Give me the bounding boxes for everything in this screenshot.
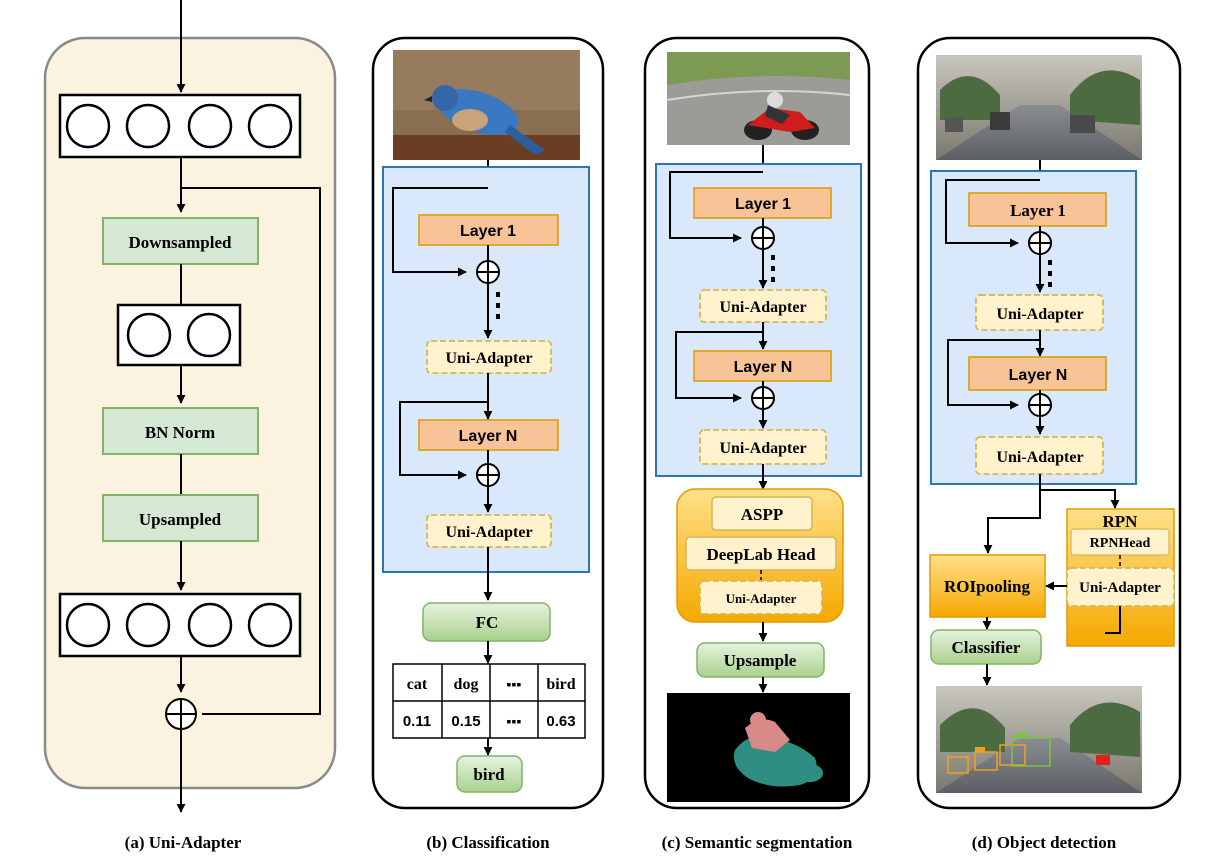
uni-adapter-block <box>699 289 827 323</box>
class-score-table: cat dog ▪▪▪ bird 0.11 0.15 ▪▪▪ 0.63 <box>392 663 586 739</box>
table-label-dog: dog <box>454 676 479 693</box>
residual-add-symbol <box>1028 231 1052 255</box>
upsample-block <box>696 642 825 678</box>
detection-output-image <box>936 686 1142 793</box>
input-feature-vector <box>58 93 302 159</box>
upsample-label: Upsample <box>724 651 797 670</box>
table-value-dog: 0.15 <box>451 713 480 730</box>
bottleneck-feature-vector <box>116 303 242 367</box>
caption-b: (b) Classification <box>426 833 550 852</box>
layer-1-label: Layer 1 <box>1010 201 1066 220</box>
layer-1-block <box>693 187 832 219</box>
uni-adapter-block <box>699 580 823 615</box>
table-value-ellipsis: ▪▪▪ <box>507 715 522 730</box>
table-value-bird: 0.63 <box>546 713 575 730</box>
street-input-image <box>936 55 1142 160</box>
ellipsis-dots <box>1048 260 1052 287</box>
upsampled-label: Upsampled <box>139 510 222 529</box>
layer-n-label: Layer N <box>734 359 793 376</box>
uni-adapter-label: Uni-Adapter <box>996 306 1083 323</box>
residual-add-symbol <box>165 698 197 730</box>
output-bird-block <box>456 755 523 793</box>
rpn-head-label: RPNHead <box>1090 536 1151 551</box>
downsampled-label: Downsampled <box>129 233 233 252</box>
residual-add-symbol <box>751 226 775 250</box>
motorcycle-input-image <box>666 52 851 145</box>
caption-d: (d) Object detection <box>972 833 1117 852</box>
ellipsis-dots <box>496 292 500 319</box>
panel-c-semantic-segmentation: Layer 1 Uni-Adapter Layer N Uni-Adapter <box>643 36 871 810</box>
layer-n-block <box>693 350 832 382</box>
deeplab-head-label: DeepLab Head <box>706 545 816 564</box>
residual-add-symbol <box>1028 393 1052 417</box>
table-label-bird: bird <box>546 676 575 693</box>
layer-n-block <box>968 356 1107 391</box>
layer-1-block <box>418 214 559 246</box>
classifier-label: Classifier <box>952 638 1021 657</box>
table-label-ellipsis: ▪▪▪ <box>507 678 522 693</box>
layer-n-label: Layer N <box>1009 367 1068 384</box>
uni-adapter-label: Uni-Adapter <box>719 440 806 457</box>
uni-adapter-label: Uni-Adapter <box>719 299 806 316</box>
fc-block <box>422 602 551 642</box>
layer-1-block <box>968 192 1107 227</box>
residual-add-symbol <box>476 463 500 487</box>
aspp-label: ASPP <box>741 505 784 524</box>
upsampled-block <box>102 494 259 542</box>
caption-a: (a) Uni-Adapter <box>125 833 242 852</box>
layer-1-label: Layer 1 <box>460 223 516 240</box>
panel-b-classification: Layer 1 Uni-Adapter Layer N Uni-Adapter <box>371 36 605 810</box>
rpn-label: RPN <box>1103 512 1139 531</box>
roipooling-label: ROIpooling <box>944 577 1030 596</box>
bird-input-image <box>393 50 580 160</box>
uni-adapter-label: Uni-Adapter <box>445 350 532 367</box>
table-label-cat: cat <box>407 676 428 693</box>
roipooling-block <box>929 554 1046 618</box>
output-feature-vector <box>58 592 302 658</box>
uni-adapter-block <box>699 429 827 465</box>
uni-adapter-label: Uni-Adapter <box>996 449 1083 466</box>
layer-1-label: Layer 1 <box>735 196 791 213</box>
segmentation-mask-output <box>667 693 850 802</box>
uni-adapter-label: Uni-Adapter <box>726 591 797 606</box>
layer-n-label: Layer N <box>459 428 518 445</box>
panel-d-object-detection: Layer 1 Uni-Adapter Layer N Uni-Adapter <box>916 36 1182 810</box>
panel-a-uni-adapter: Downsampled BN Norm Upsampled <box>43 0 337 813</box>
output-bird-label: bird <box>473 765 505 784</box>
bn-norm-label: BN Norm <box>145 423 215 442</box>
residual-add-symbol <box>751 386 775 410</box>
caption-c: (c) Semantic segmentation <box>662 833 853 852</box>
uni-adapter-label: Uni-Adapter <box>445 524 532 541</box>
uni-adapter-label: Uni-Adapter <box>1079 580 1161 596</box>
ellipsis-dots <box>771 255 775 282</box>
aspp-block <box>711 496 813 531</box>
table-value-cat: 0.11 <box>403 713 431 730</box>
fc-label: FC <box>476 613 499 632</box>
residual-add-symbol <box>476 260 500 284</box>
